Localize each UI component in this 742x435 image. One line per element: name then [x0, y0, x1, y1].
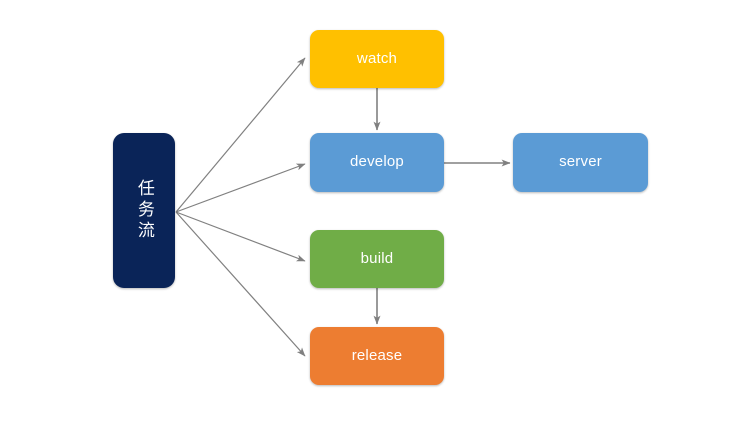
node-develop[interactable]: develop	[310, 133, 444, 192]
node-build-label: build	[360, 249, 394, 267]
node-develop-label: develop	[350, 153, 404, 171]
edge-source-to-watch	[175, 57, 306, 213]
node-server[interactable]: server	[513, 133, 648, 192]
node-source-label: 任务流	[134, 179, 154, 242]
node-release[interactable]: release	[310, 327, 444, 385]
node-release-label: release	[351, 346, 403, 364]
edge-source-to-build	[175, 211, 306, 262]
edge-source-to-release	[175, 211, 306, 357]
node-watch-label: watch	[356, 49, 398, 67]
node-source[interactable]: 任务流	[113, 133, 175, 288]
node-server-label: server	[559, 153, 602, 171]
node-watch[interactable]: watch	[310, 30, 444, 88]
node-build[interactable]: build	[310, 230, 444, 288]
edge-source-to-develop	[175, 163, 306, 213]
